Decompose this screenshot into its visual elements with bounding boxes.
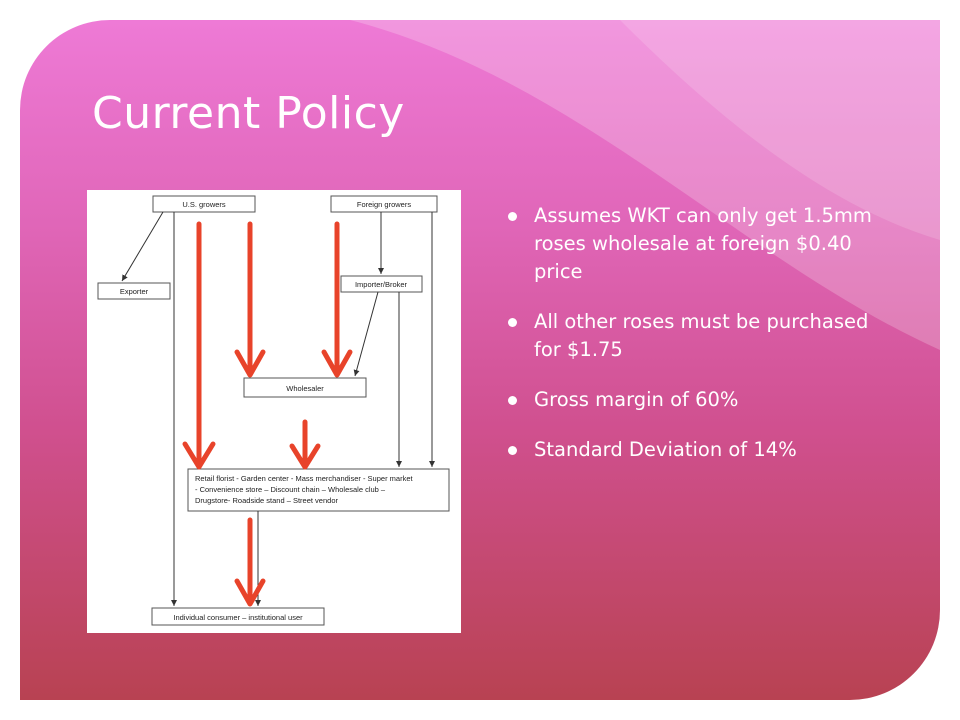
retail-outlets-box — [187, 468, 450, 512]
bullet-text: All other roses must be purchased for $1… — [534, 310, 869, 361]
bullet-text: Assumes WKT can only get 1.5mm roses who… — [534, 204, 872, 283]
slide: Current Policy U.S. growers Foreign grow… — [20, 20, 940, 700]
red-arrow-retail-to-consumer — [234, 517, 266, 607]
red-arrow-wholesaler-to-retail — [289, 419, 321, 470]
exporter-box — [97, 282, 171, 300]
consumer-box — [151, 607, 325, 626]
red-arrow-us-to-wholesaler — [234, 221, 266, 378]
bullet-text: Gross margin of 60% — [534, 388, 739, 411]
bullet-item: Standard Deviation of 14% — [508, 436, 888, 464]
bullet-item: All other roses must be purchased for $1… — [508, 308, 888, 364]
thin-arrow-us-to-exporter — [121, 211, 164, 282]
importer-broker-box — [340, 275, 423, 293]
bullet-list: Assumes WKT can only get 1.5mm roses who… — [508, 202, 888, 486]
wholesaler-box — [243, 377, 367, 398]
us-growers-box — [152, 195, 256, 213]
red-arrow-foreign-to-wholesaler — [321, 221, 353, 378]
retail-outlets-line1: Retail florist - Garden center - Mass me… — [195, 474, 413, 483]
exporter-label: Exporter — [120, 287, 149, 296]
us-growers-label: U.S. growers — [182, 200, 226, 209]
foreign-growers-box — [330, 195, 438, 213]
bullet-dot-icon — [508, 212, 517, 221]
importer-broker-label: Importer/Broker — [355, 280, 408, 289]
bullet-text: Standard Deviation of 14% — [534, 438, 797, 461]
bullet-item: Gross margin of 60% — [508, 386, 888, 414]
bullet-dot-icon — [508, 396, 517, 405]
bullet-dot-icon — [508, 446, 517, 455]
retail-outlets-line3: Drugstore- Roadside stand – Street vendo… — [195, 496, 338, 505]
distribution-diagram: U.S. growers Foreign growers Exporter Im… — [87, 190, 461, 633]
wholesaler-label: Wholesaler — [286, 384, 324, 393]
consumer-label: Individual consumer – institutional user — [173, 613, 303, 622]
red-arrow-us-to-retail — [182, 221, 216, 470]
diagram-canvas: U.S. growers Foreign growers Exporter Im… — [97, 195, 450, 626]
bullet-dot-icon — [508, 318, 517, 327]
retail-outlets-line2: - Convenience store – Discount chain – W… — [195, 485, 386, 494]
thin-arrow-importer-to-wholesaler — [353, 291, 379, 377]
bullet-item: Assumes WKT can only get 1.5mm roses who… — [508, 202, 888, 286]
foreign-growers-label: Foreign growers — [357, 200, 411, 209]
slide-title: Current Policy — [92, 88, 405, 139]
